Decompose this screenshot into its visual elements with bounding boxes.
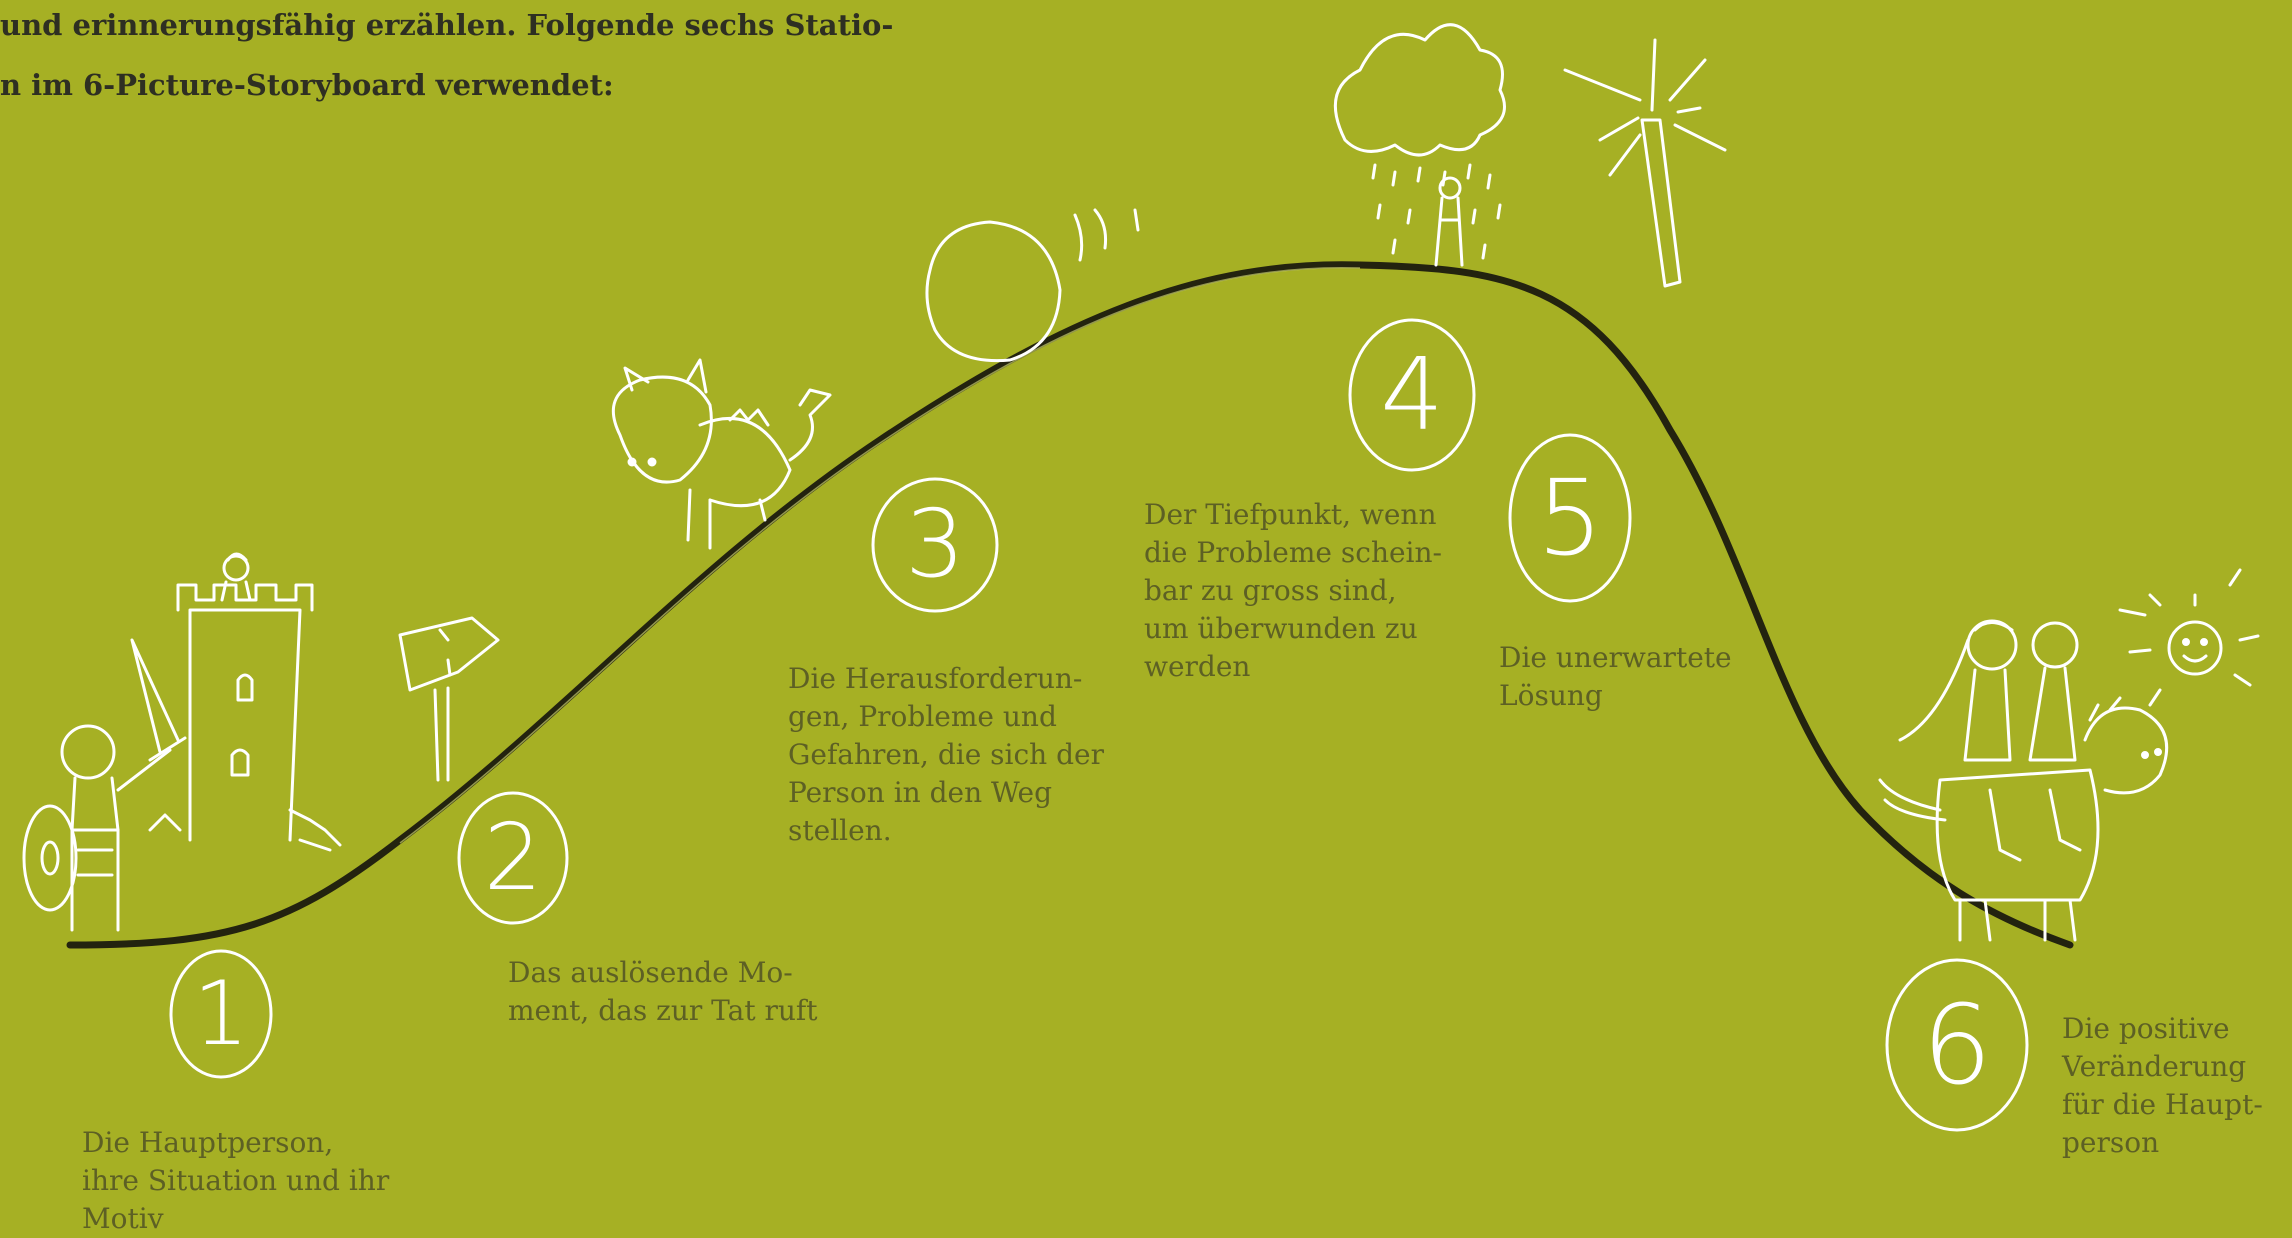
rain-cloud-icon bbox=[1333, 23, 1506, 267]
dragon-icon bbox=[611, 358, 832, 550]
stage-5-caption: Die unerwartete Lösung bbox=[1499, 641, 1732, 712]
stage-4-caption: Der Tiefpunkt, wenn die Probleme schein-… bbox=[1144, 498, 1443, 683]
stage-5-number: 5 bbox=[1505, 430, 1635, 606]
stage-3-caption: Die Herausforderun- gen, Probleme und Ge… bbox=[788, 662, 1104, 847]
stage-6-number-text: 6 bbox=[1922, 981, 1992, 1109]
happy-riders-sun-icon bbox=[1878, 568, 2260, 942]
story-curve bbox=[66, 261, 2074, 949]
stage-5-number-text: 5 bbox=[1536, 457, 1604, 579]
stage-6-number: 6 bbox=[1882, 955, 2032, 1135]
stage-4-number-circle bbox=[1348, 318, 1476, 472]
stage-1-caption: Die Hauptperson, ihre Situation und ihr … bbox=[82, 1126, 390, 1235]
stage-1-number-text: 1 bbox=[193, 962, 249, 1065]
stage-4-number-text: 4 bbox=[1380, 336, 1444, 453]
intro-line-2: n im 6-Picture-Storyboard verwendet: bbox=[0, 68, 614, 102]
boulder-icon bbox=[925, 208, 1140, 363]
stage-2-number-circle bbox=[457, 791, 569, 925]
stage-2-number: 2 bbox=[455, 788, 571, 928]
stage-1-number-circle bbox=[169, 949, 273, 1079]
magic-wand-icon bbox=[1563, 38, 1727, 288]
stage-2-number-text: 2 bbox=[483, 804, 543, 911]
signpost-icon bbox=[398, 616, 500, 782]
intro-line-1: und erinnerungsfähig erzählen. Folgende … bbox=[0, 8, 894, 42]
stage-2-caption: Das auslösende Mo- ment, das zur Tat ruf… bbox=[508, 956, 818, 1027]
stage-5-number-circle bbox=[1508, 433, 1632, 603]
stage-4-number: 4 bbox=[1345, 315, 1479, 475]
stage-3-number: 3 bbox=[868, 474, 1002, 616]
stage-6-number-circle bbox=[1885, 958, 2029, 1132]
stage-6-caption: Die positive Veränderung für die Haupt- … bbox=[2062, 1012, 2263, 1159]
knight-and-castle-icon bbox=[22, 552, 342, 932]
stage-1-number: 1 bbox=[168, 946, 274, 1082]
stage-3-number-circle bbox=[871, 477, 999, 613]
stage-3-number-text: 3 bbox=[905, 490, 965, 599]
